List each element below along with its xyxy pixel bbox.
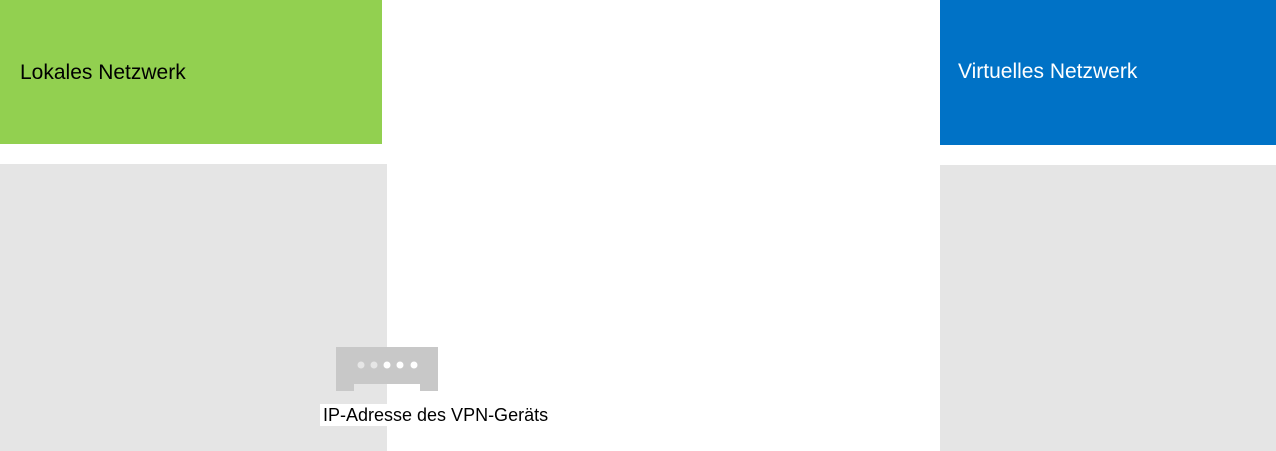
local-network-header [0, 0, 382, 144]
virtual-network-header [940, 0, 1276, 145]
vpn-device-icon [336, 347, 438, 391]
local-network-area [0, 164, 387, 451]
local-network-label: Lokales Netzwerk [20, 61, 186, 84]
virtual-network-label: Virtuelles Netzwerk [958, 60, 1138, 83]
vpn-device-ip-label: IP-Adresse des VPN-Geräts [320, 404, 552, 426]
virtual-network-area [940, 165, 1276, 451]
